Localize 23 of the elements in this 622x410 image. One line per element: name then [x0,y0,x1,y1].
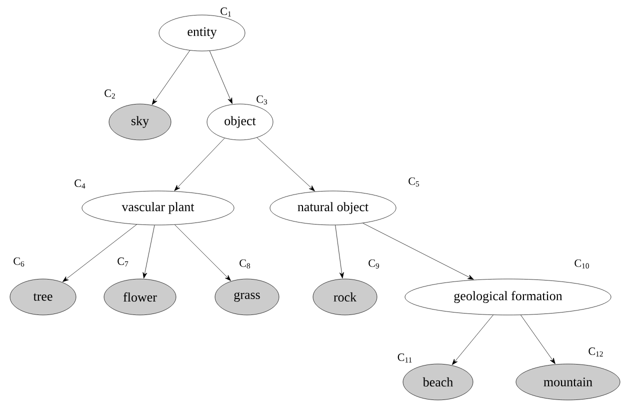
arrow [335,224,344,278]
node-index-label: C$_{4}$ [74,180,86,188]
node-index-label: C$_{8}$ [240,260,250,268]
node-index-label: C$_{7}$ [118,258,128,266]
node-index-label: C$_{2}$ [104,90,115,98]
arrow [520,314,556,364]
arrow [174,138,225,191]
arrow [256,137,315,192]
arrow [142,224,155,278]
node-index-label: C$_{6}$ [14,258,24,266]
node-index-label: C$_{11}$ [398,354,412,362]
arrow [452,314,494,365]
arrow [152,50,190,105]
arrow [362,222,474,280]
arrow [174,224,231,281]
node-index-label: C$_{10}$ [574,260,589,268]
node-index-label: C$_{3}$ [256,96,268,104]
arrow [62,224,137,282]
node-index-label: C$_{1}$ [220,8,231,16]
node-index-label: C$_{9}$ [368,260,380,268]
node-index-label: C$_{5}$ [408,178,420,186]
node-index-label: C$_{12}$ [588,348,603,356]
arrow [209,50,232,104]
